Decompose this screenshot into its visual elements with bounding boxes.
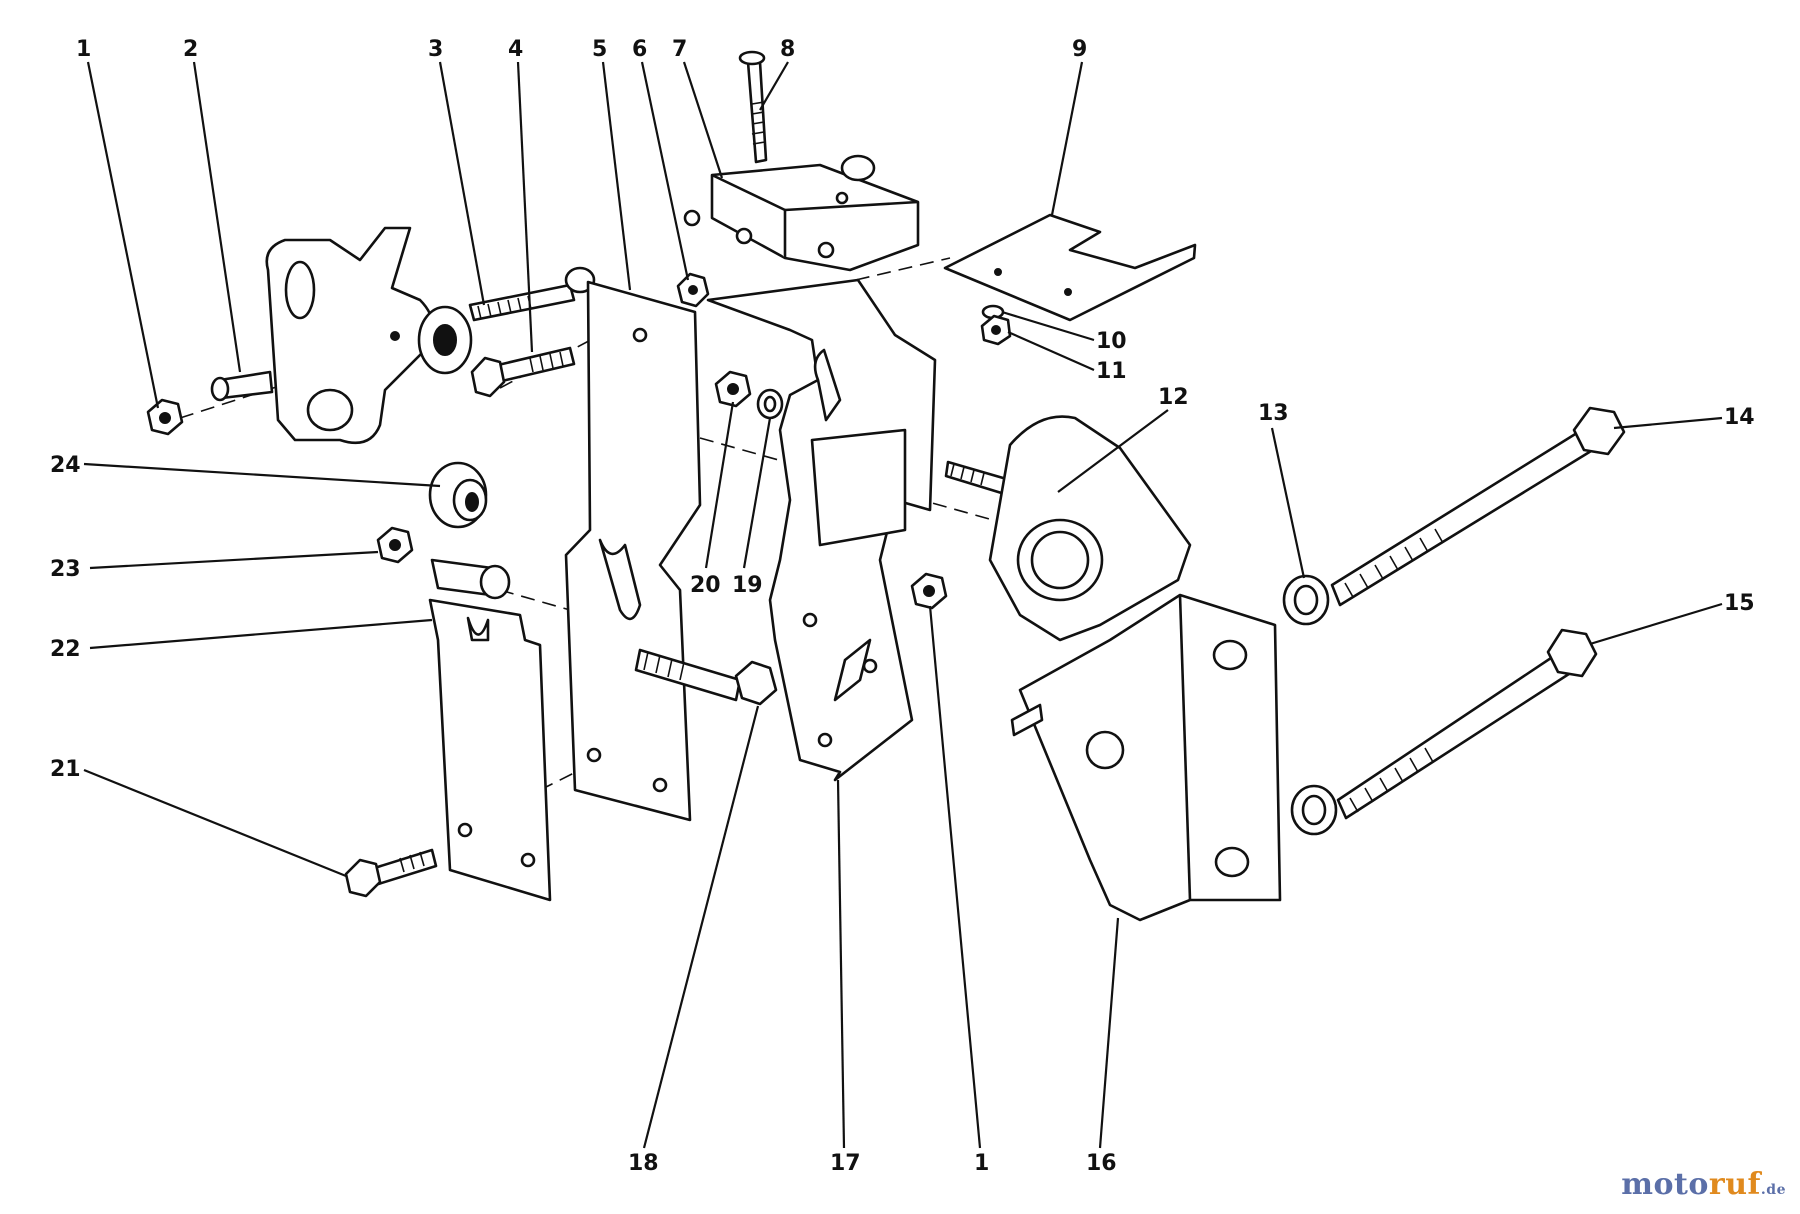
callout-6: 6 — [632, 37, 647, 62]
callout-17: 17 — [830, 1151, 861, 1176]
callout-1-bottom: 1 — [974, 1151, 989, 1176]
callout-7: 7 — [672, 37, 687, 62]
callout-16: 16 — [1086, 1151, 1117, 1176]
part-washer-13b — [1290, 784, 1338, 836]
callout-21: 21 — [50, 757, 81, 782]
part-main-bracket-17 — [706, 278, 937, 782]
callout-leader-lines — [83, 61, 1723, 1149]
part-pivot-bracket — [210, 226, 473, 445]
callout-18: 18 — [628, 1151, 659, 1176]
callout-15: 15 — [1724, 591, 1755, 616]
callout-8: 8 — [780, 37, 795, 62]
watermark-part-a: moto — [1621, 1167, 1709, 1202]
callout-2: 2 — [183, 37, 198, 62]
part-hex-nut-right — [910, 572, 948, 610]
part-cover-plate-9 — [943, 213, 1197, 322]
part-hex-nut-23 — [376, 526, 414, 564]
part-bolt-21 — [344, 848, 438, 898]
part-bolt-4 — [470, 346, 576, 398]
part-hex-nut-left — [146, 398, 184, 436]
callout-24: 24 — [50, 453, 81, 478]
part-hex-nut-11 — [980, 314, 1012, 346]
part-long-bolt-15 — [1336, 628, 1598, 820]
part-bolt-3 — [468, 266, 596, 322]
callout-19: 19 — [732, 573, 763, 598]
watermark-part-b: ruf — [1708, 1167, 1761, 1202]
part-hex-bolt-18 — [634, 648, 778, 706]
part-hex-nut-6 — [676, 272, 710, 308]
callout-13: 13 — [1258, 401, 1289, 426]
watermark-part-c: .de — [1760, 1182, 1786, 1198]
callout-9: 9 — [1072, 37, 1087, 62]
part-long-bolt-14 — [1330, 406, 1626, 607]
part-spacer-sleeve — [430, 558, 511, 600]
callout-10: 10 — [1096, 329, 1127, 354]
callout-4: 4 — [508, 37, 523, 62]
part-washer-19 — [756, 388, 784, 420]
part-screw-8 — [738, 50, 768, 164]
callout-11: 11 — [1096, 359, 1127, 384]
callout-5: 5 — [592, 37, 607, 62]
part-plate-5 — [564, 280, 702, 822]
site-watermark: motoruf.de — [1621, 1167, 1786, 1202]
part-hex-nut-20 — [714, 370, 752, 408]
part-bearing-24 — [428, 461, 488, 529]
part-small-plate-22 — [428, 598, 552, 902]
callout-22: 22 — [50, 637, 81, 662]
callout-3: 3 — [428, 37, 443, 62]
part-base-bracket-16 — [988, 415, 1282, 922]
callout-23: 23 — [50, 557, 81, 582]
callout-14: 14 — [1724, 405, 1755, 430]
callout-12: 12 — [1158, 385, 1189, 410]
callout-20: 20 — [690, 573, 721, 598]
part-switch-7 — [683, 154, 920, 272]
part-washer-13 — [1282, 574, 1330, 626]
callout-1-top: 1 — [76, 37, 91, 62]
callout-labels: 1 2 3 4 5 6 7 8 9 10 11 12 13 14 15 16 1… — [50, 37, 1755, 1176]
